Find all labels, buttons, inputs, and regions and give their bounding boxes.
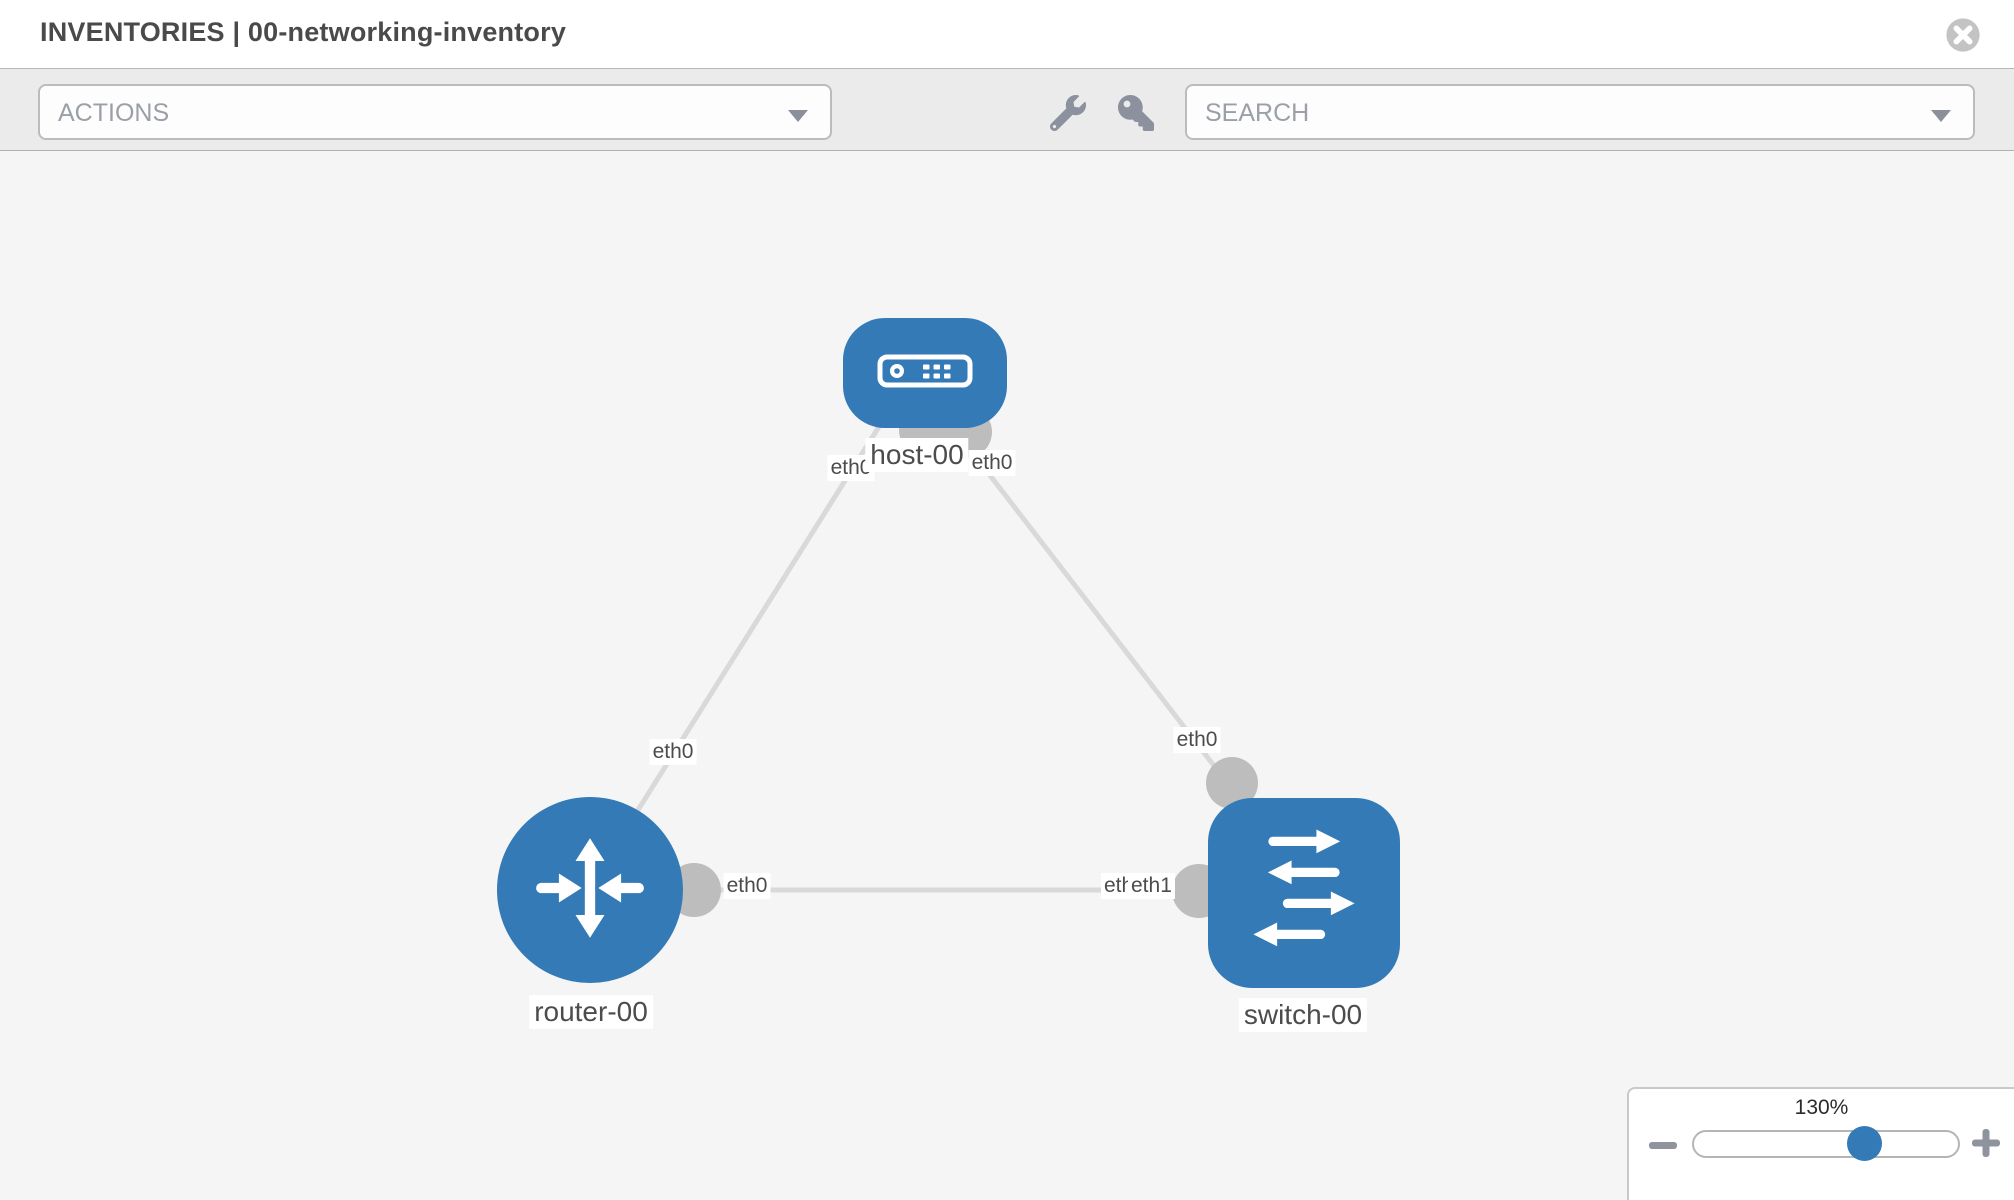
search-dropdown-label: SEARCH <box>1205 99 1310 127</box>
server-icon <box>877 354 973 393</box>
zoom-out-button minus-icon[interactable] <box>1649 1137 1677 1149</box>
close-icon[interactable] <box>1944 16 1982 54</box>
interface-label: eth1 <box>1128 873 1175 899</box>
interface-label: eth0 <box>1173 727 1221 753</box>
search-dropdown[interactable]: SEARCH <box>1185 84 1975 140</box>
node-label-host: host-00 <box>865 438 969 472</box>
chevron-down-icon <box>788 110 808 122</box>
wrench-icon[interactable] <box>1049 95 1086 132</box>
zoom-percent: 130% <box>1794 1096 1849 1119</box>
topology-canvas[interactable] <box>0 152 2014 1200</box>
actions-dropdown-label: ACTIONS <box>58 99 170 127</box>
zoom-slider[interactable] <box>1692 1130 1960 1158</box>
node-switch-00[interactable] <box>1208 798 1400 988</box>
toolbar: ACTIONS SEARCH <box>0 69 2014 151</box>
page-title: INVENTORIES | 00-networking-inventory <box>40 17 567 47</box>
interface-label: eth0 <box>649 739 697 765</box>
zoom-in-button plus-icon[interactable] <box>1971 1128 2001 1158</box>
zoom-control-panel: 130% <box>1627 1087 2014 1200</box>
node-label-router: router-00 <box>529 995 653 1029</box>
actions-dropdown[interactable]: ACTIONS <box>38 84 832 140</box>
node-label-switch: switch-00 <box>1238 998 1368 1032</box>
chevron-down-icon <box>1931 110 1951 122</box>
node-router-00[interactable] <box>497 797 683 983</box>
node-host-00[interactable] <box>843 318 1007 428</box>
header: INVENTORIES | 00-networking-inventory <box>0 0 2014 69</box>
interface-label: eth0 <box>968 450 1016 476</box>
interface-label: eth0 <box>723 873 771 899</box>
key-icon[interactable] <box>1118 95 1154 131</box>
switch-arrows-icon <box>1242 829 1366 958</box>
zoom-slider-handle[interactable] <box>1847 1126 1882 1161</box>
router-arrows-icon <box>533 831 647 950</box>
